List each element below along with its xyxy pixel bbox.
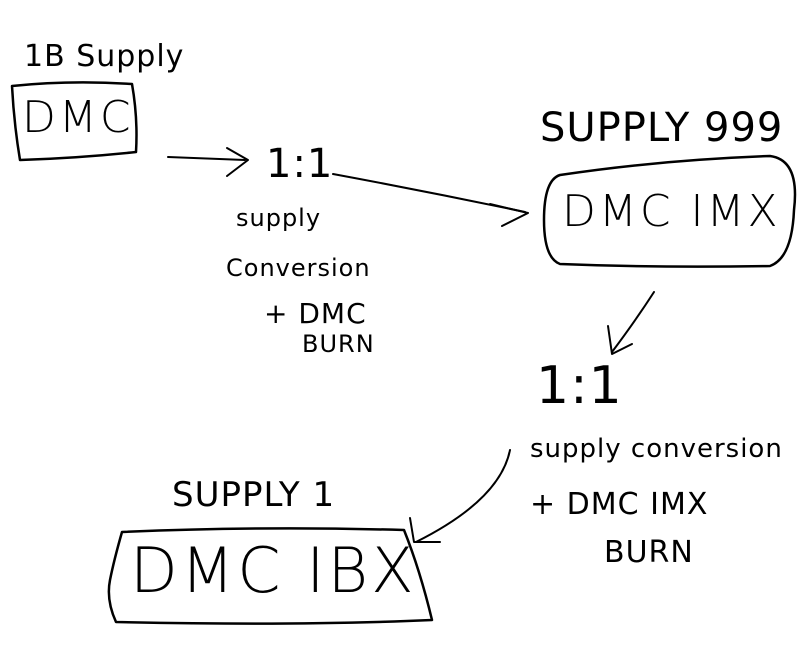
- dmc-box: [10, 81, 138, 162]
- note-first-line-3: + DMC: [264, 297, 367, 330]
- note-first-line-1: supply: [236, 204, 322, 232]
- note-first-line-2: Conversion: [226, 254, 371, 282]
- arrowhead-ratio-to-dmc-imx: [489, 203, 529, 227]
- dmc-imx-heading: SUPPLY 999: [540, 105, 784, 151]
- ratio-first: 1:1: [266, 141, 334, 187]
- arrowhead-ratio-to-dmc-ibx: [409, 517, 441, 543]
- note-second-line-2: + DMC IMX: [530, 487, 709, 522]
- arrowhead-dmc-imx-to-ratio: [607, 325, 633, 355]
- dmc-label: DMC: [22, 92, 134, 143]
- arrowhead-dmc-to-ratio: [226, 147, 249, 177]
- ratio-second: 1:1: [536, 356, 623, 416]
- dmc-heading: 1B Supply: [24, 39, 185, 74]
- arrow-dmc-to-ratio: [167, 156, 246, 161]
- arrow-dmc-imx-to-ratio: [611, 291, 655, 353]
- arrow-ratio-to-dmc-ibx: [415, 449, 511, 543]
- note-second-line-1: supply conversion: [530, 434, 783, 464]
- dmc-ibx-heading: SUPPLY 1: [172, 475, 336, 515]
- dmc-ibx-box: [107, 527, 434, 625]
- dmc-imx-box: [542, 154, 797, 268]
- note-first-line-4: BURN: [302, 330, 375, 358]
- note-second-line-3: BURN: [604, 535, 694, 570]
- dmc-imx-label: DMC IMX: [562, 186, 781, 237]
- dmc-ibx-label: DMC IBX: [130, 534, 417, 607]
